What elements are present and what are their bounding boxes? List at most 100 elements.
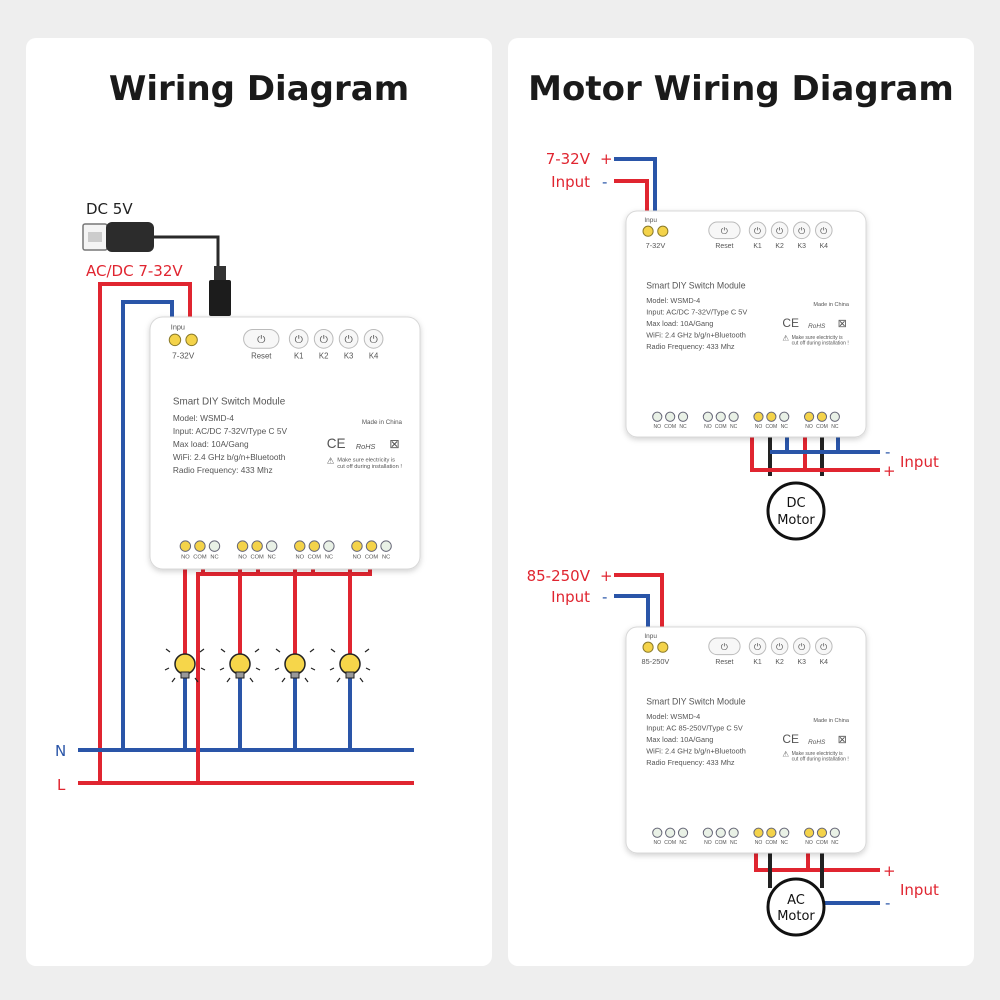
mod-left-k1-power-icon: ⏻ [295,335,303,346]
mod-dc-terminal-7 [753,411,764,422]
mod-ac-k2-label: K2 [775,659,784,666]
mod-dc-terminal-label-6: NC [730,424,738,430]
mod-left-k3-label: K3 [344,352,354,361]
mod-ac-warning-text-2: cut off during installation ! [792,756,849,762]
mod-left-terminal-8 [308,540,321,552]
mod-ac-warning-text-1: Make sure electricity is [792,751,844,757]
ac-supply-red-wire [614,573,664,634]
mod-left-spec-line-4: WiFi: 2.4 GHz b/g/n+Bluetooth [173,452,286,462]
mod-dc-terminal-label-10: NO [805,424,813,430]
mod-left-made-in: Made in China [362,419,403,426]
ac-out-minus-sign: - [885,894,890,912]
dc-voltage-label: 7-32V [546,150,591,168]
mod-ac-input-tag: Inpu [644,633,657,640]
mod-ac-power-icon: ⏻ [721,642,728,652]
mod-ac-terminal-9 [779,827,790,838]
mod-left-power-icon: ⏻ [257,335,265,346]
mod-dc-spec-line-3: Max load: 10A/Gang [646,319,713,328]
mod-dc-reset-button[interactable] [708,221,741,240]
mod-left-ce-mark: CE [327,436,346,451]
mod-ac-k3-button[interactable] [792,637,811,656]
mod-dc-terminal-label-5: COM [715,424,727,430]
light-bulb-icon [164,648,206,683]
mod-left-k2-label: K2 [319,352,329,361]
mod-dc-k1-button[interactable] [748,221,767,240]
mod-left-k3-button[interactable] [338,328,359,349]
mod-left-terminal-label-1: NO [181,555,190,561]
mod-ac-input-terminal-label: 85-250V [642,657,670,666]
mod-left-k4-button[interactable] [363,328,384,349]
mod-left-reset-button[interactable] [243,328,280,349]
mod-ac-rohs-mark: RoHS [808,739,826,746]
mod-ac-terminal-10 [803,827,815,838]
mod-ac-terminal-8 [766,827,777,838]
mod-left-spec-line-5: Radio Frequency: 433 Mhz [173,465,273,475]
mod-ac-terminal-label-2: COM [664,840,676,846]
mod-left-terminal-label-8: COM [308,555,322,561]
neutral-label: N [55,742,66,760]
light-bulb-icon [329,648,371,683]
mod-left-terminal-11 [365,540,378,552]
mod-left-title: Smart DIY Switch Module [173,396,286,407]
mod-left-terminal-label-7: NO [295,555,304,561]
mod-ac-input-terminal-1 [642,641,654,653]
mod-dc-k3-button[interactable] [792,221,811,240]
mod-ac-k1-button[interactable] [748,637,767,656]
mod-left-k2-button[interactable] [313,328,334,349]
mod-left-reset-label: Reset [251,352,272,361]
mod-left-terminal-label-2: COM [193,555,207,561]
mod-ac-k2-power-icon: ⏻ [776,642,783,652]
mod-dc-terminal-10 [803,411,815,422]
dc-motor-label-line2: Motor [777,513,815,528]
mod-dc-k2-button[interactable] [770,221,789,240]
dc-jack-icon [209,266,231,316]
mod-left-body [149,316,421,570]
mod-left-weee-icon: ⊠ [389,437,399,451]
mod-ac-k1-power-icon: ⏻ [754,642,761,652]
mod-dc-terminal-label-9: NC [781,424,789,430]
motor-wiring-diagram-title: Motor Wiring Diagram [528,69,954,109]
mod-ac-body [625,626,867,854]
ac-out-input-label: Input [900,881,939,899]
ac-motor-wiring-group: 85-250V Input + - AC Motor + - Input [527,567,939,937]
mod-ac-warning-icon: ⚠ [782,750,789,759]
mod-ac-k1-label: K1 [753,659,762,666]
mod-left-warning-icon: ⚠ [327,456,334,466]
mod-ac-reset-button[interactable] [708,637,741,656]
mod-ac-k4-button[interactable] [815,637,833,656]
mod-left-input-terminal-1 [168,333,182,347]
mod-dc-terminal-label-3: NC [679,424,687,430]
mod-left-input-terminal-2 [185,333,198,347]
ac-motor-icon [766,877,826,937]
mod-dc-k4-label: K4 [820,243,829,250]
mod-left-k1-button[interactable] [288,328,309,349]
mod-ac-k2-button[interactable] [770,637,789,656]
mod-ac-terminal-label-10: NO [805,840,813,846]
mod-left-input-terminal-label: 7-32V [172,351,195,361]
dc-5v-label: DC 5V [86,200,133,218]
ac-motor-label-line2: Motor [777,909,815,924]
live-label: L [57,776,66,794]
usb-plug-icon [82,222,154,252]
mod-ac-terminal-1 [652,827,663,838]
mod-left-terminal-1 [179,540,192,552]
ac-plus-sign: + [600,567,613,585]
mod-dc-warning-text-2: cut off during installation ! [792,340,849,346]
mod-ac-k4-power-icon: ⏻ [820,642,827,652]
mod-ac-terminal-label-8: COM [765,840,777,846]
supply-red-wire [98,282,192,783]
mod-dc-spec-line-4: WiFi: 2.4 GHz b/g/n+Bluetooth [646,331,746,340]
mod-ac-ce-mark: CE [782,732,799,746]
mod-dc-k3-power-icon: ⏻ [798,226,805,236]
mod-left-terminal-label-4: NO [238,555,247,561]
mod-ac-reset-label: Reset [715,659,733,666]
mod-dc-terminal-label-11: COM [816,424,828,430]
mod-dc-k3-label: K3 [798,243,807,250]
mod-left-spec-line-2: Input: AC/DC 7-32V/Type C 5V [173,426,288,436]
mod-dc-k1-power-icon: ⏻ [754,226,761,236]
mod-dc-k4-button[interactable] [815,221,833,240]
mod-dc-terminal-5 [715,411,726,422]
mod-dc-terminal-12 [829,411,840,422]
